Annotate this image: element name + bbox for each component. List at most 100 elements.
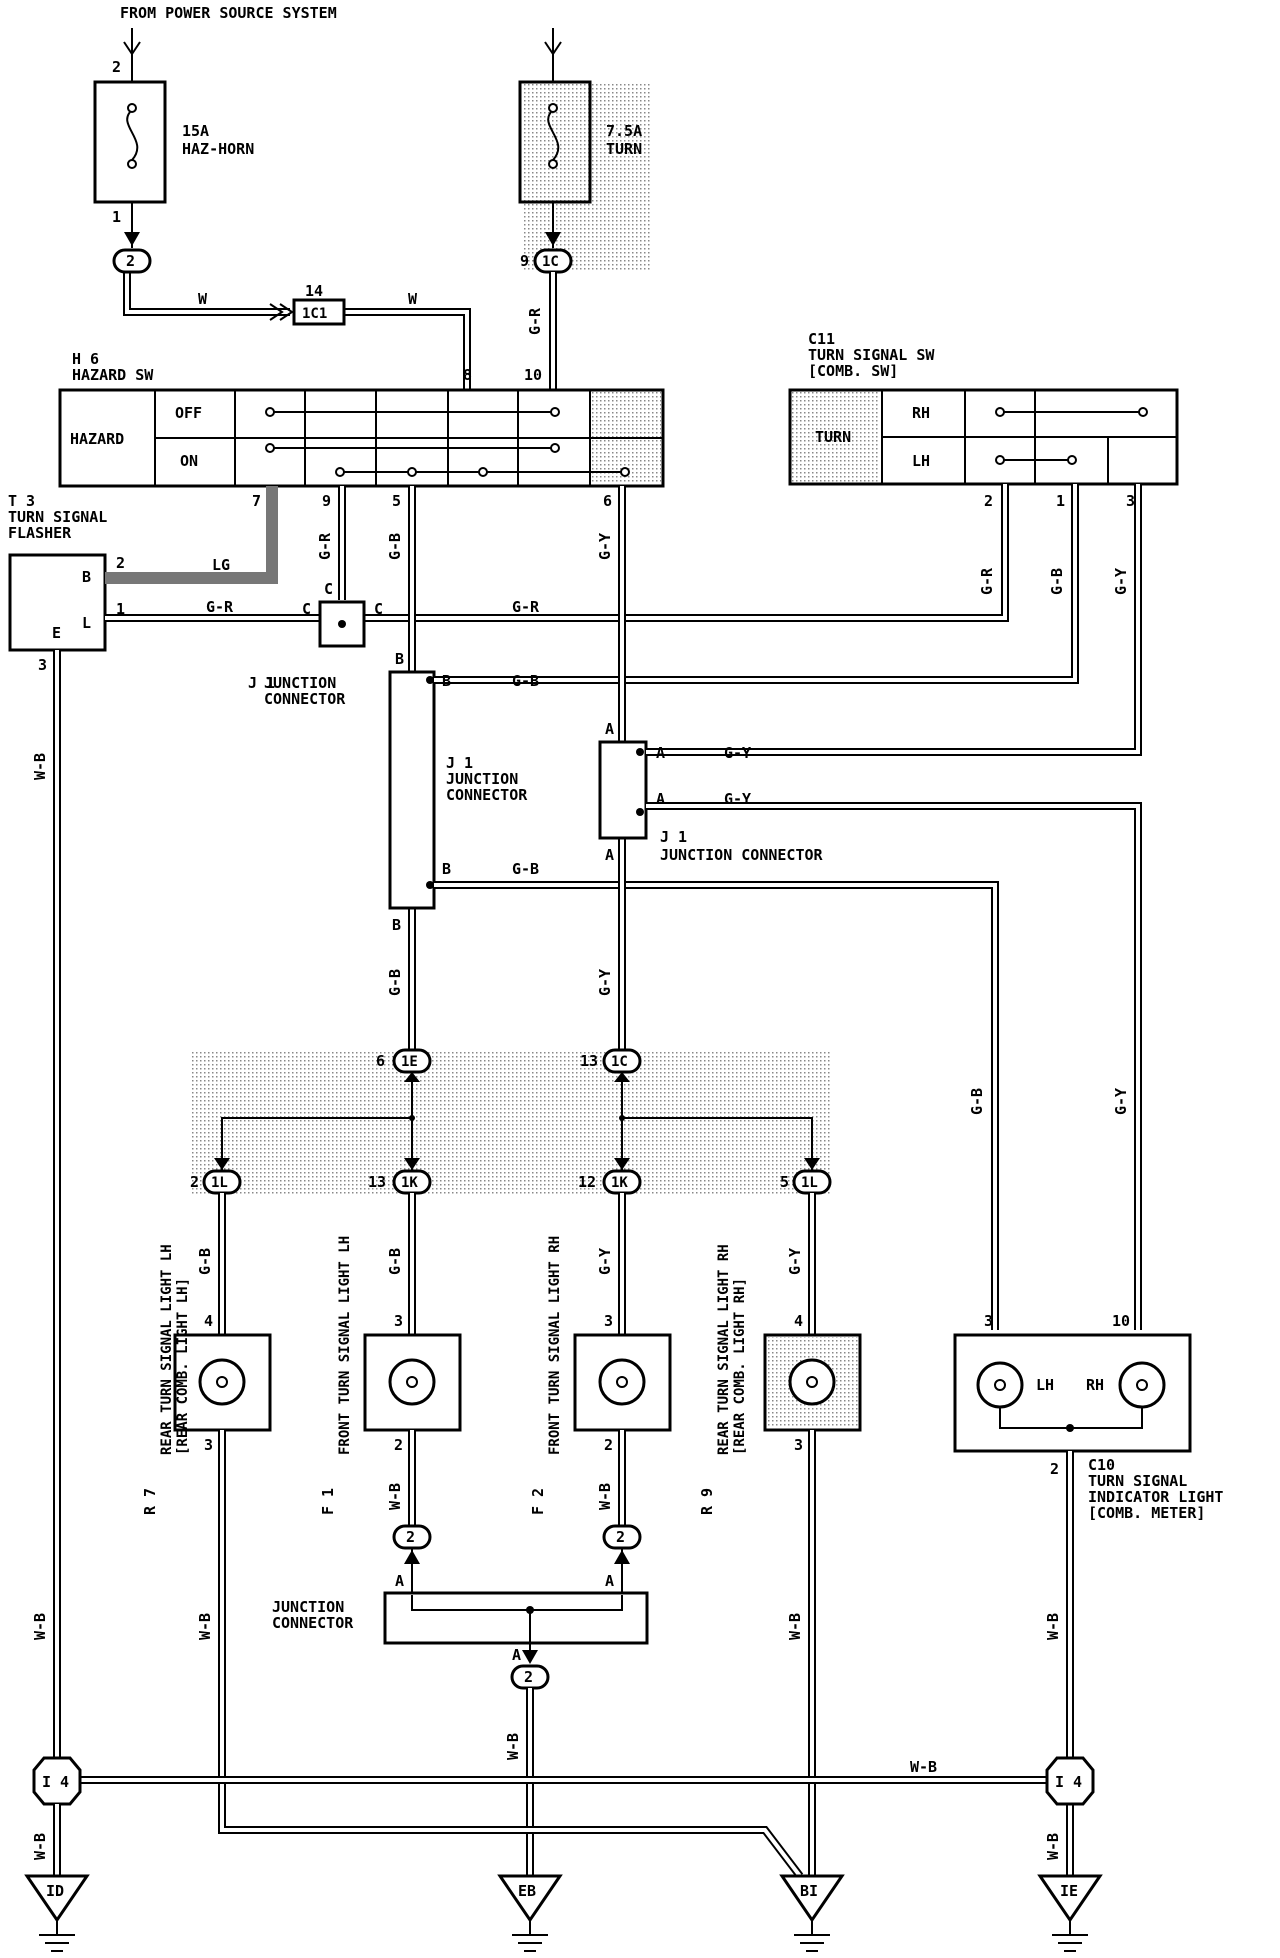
lamp-code: F 1 [319, 1488, 337, 1515]
wire-label-w: W [408, 290, 418, 308]
junction-pin: A [605, 720, 614, 738]
fuse-rating: 7.5A [606, 122, 642, 140]
junction-pin: C [324, 580, 333, 598]
connector-label: 1L [211, 1175, 228, 1191]
junction-i4-left: I 4 [32, 1756, 82, 1806]
wire-label-gy: G-Y [1112, 568, 1130, 595]
lamp-name: FRONT TURN SIGNAL LIGHT RH [547, 1236, 563, 1455]
component-code: C11 [808, 330, 835, 348]
wire-label-wb: W-B [31, 1833, 49, 1860]
connector-label: 1E [401, 1054, 418, 1070]
connector-label: 2 [406, 1528, 415, 1546]
wire-label-gy: G-Y [786, 1248, 804, 1275]
indicator-rh: RH [1086, 1376, 1104, 1394]
wire-label-gy: G-Y [1112, 1088, 1130, 1115]
power-source-label: FROM POWER SOURCE SYSTEM [120, 4, 337, 22]
ground-label: ID [46, 1882, 64, 1900]
flasher-b: B [82, 568, 91, 586]
component-code: T 3 [8, 492, 35, 510]
turn-signal-flasher: T 3 TURN SIGNAL FLASHER B L E 2 1 3 [8, 492, 125, 674]
wire-label-wb: W-B [386, 1483, 404, 1510]
turn-indicator-meter: 3 10 LH RH 2 C10 TURN SIGNAL INDICATOR L… [953, 1312, 1223, 1522]
lamp-code: R 7 [141, 1488, 159, 1515]
pin-label: 4 [204, 1312, 213, 1330]
fuse-name: TURN [606, 140, 642, 158]
pin-label: 2 [604, 1436, 613, 1454]
ground-bi: BI [779, 1874, 845, 1952]
lamp-r7: 4 3 R 7 REAR TURN SIGNAL LIGHT LH [REAR … [141, 1244, 272, 1515]
wire-label-wb: W-B [786, 1613, 804, 1640]
junction-label: CONNECTOR [272, 1614, 354, 1632]
junction-pin: A [512, 1646, 521, 1664]
junction-j1-vertical [388, 670, 436, 910]
fuse-turn: 7.5A TURN [518, 28, 642, 204]
pin-label: 4 [794, 1312, 803, 1330]
component-title: HAZARD SW [72, 366, 154, 384]
connector-label: 1C [542, 254, 559, 270]
wire-label-gr: G-R [512, 598, 540, 616]
ground-label: IE [1060, 1882, 1078, 1900]
pin-label: 2 [116, 554, 125, 572]
component-subtitle: [COMB. SW] [808, 362, 898, 380]
wire-label-gb: G-B [386, 533, 404, 560]
junction-pin: B [442, 672, 451, 690]
lamp-f2: 3 2 F 2 FRONT TURN SIGNAL LIGHT RH [529, 1236, 672, 1515]
connector-label: 1K [401, 1175, 418, 1191]
wire-label-gy: G-Y [724, 744, 751, 762]
wire-label-wb: W-B [196, 1613, 214, 1640]
wire-label-wb: W-B [31, 1613, 49, 1640]
ground-label: EB [518, 1882, 536, 1900]
connector-label: 1C [611, 1054, 628, 1070]
wire-label-wb: W-B [504, 1733, 522, 1760]
pin-label: 1 [1056, 492, 1065, 510]
wire-label-lg: LG [212, 556, 230, 574]
connector-label: 2 [126, 252, 135, 270]
turn-signal-switch: C11 TURN SIGNAL SW [COMB. SW] TURN RH LH… [788, 330, 1179, 510]
lamp-r9: 4 3 R 9 REAR TURN SIGNAL LIGHT RH [REAR … [698, 1244, 862, 1515]
fuse-pin-bottom: 1 [112, 208, 121, 226]
ground-label: BI [800, 1882, 818, 1900]
lamp-code: R 9 [698, 1488, 716, 1515]
component-title: TURN SIGNAL [8, 508, 107, 526]
wire-label-gb: G-B [512, 672, 539, 690]
wire-label-wb: W-B [1044, 1613, 1062, 1640]
junction-label: JUNCTION [264, 674, 336, 692]
flasher-l: L [82, 614, 91, 632]
junction-pin: A [395, 1572, 404, 1590]
junction-pin: B [442, 860, 451, 878]
wire-label-gy: G-Y [596, 969, 614, 996]
wire-label-gy: G-Y [596, 533, 614, 560]
pin-label: 3 [38, 656, 47, 674]
pin-label: 5 [780, 1173, 789, 1191]
junction-label: J 1 [248, 674, 275, 692]
connector-2-a [112, 248, 152, 274]
fuse-name: HAZ-HORN [182, 140, 254, 158]
pin-label: 3 [1126, 492, 1135, 510]
wire-label-gr: G-R [526, 307, 544, 335]
wire-label-gb: G-B [512, 860, 539, 878]
pin-label: 7 [252, 492, 261, 510]
junction-pin: C [374, 600, 383, 618]
junction-i4-right: I 4 [1045, 1756, 1095, 1806]
wire-label-wb: W-B [31, 753, 49, 780]
junction-pin: B [392, 916, 401, 934]
junction-label: J 1 [660, 828, 687, 846]
lamp-code: F 2 [529, 1488, 547, 1515]
component-code: H 6 [72, 350, 99, 368]
pin-label: 5 [392, 492, 401, 510]
connector-ic1: 1C1 [302, 306, 327, 322]
lamp-name: [REAR COMB. LIGHT RH] [732, 1278, 748, 1455]
wire-label-gb: G-B [196, 1248, 214, 1275]
pin-label: 13 [580, 1052, 598, 1070]
wire-label-wb: W-B [1044, 1833, 1062, 1860]
pin-label: 2 [984, 492, 993, 510]
wire-label-wb: W-B [596, 1483, 614, 1510]
pin-label: 12 [578, 1173, 596, 1191]
junction-c-box [318, 600, 366, 648]
junction-pin: A [656, 790, 665, 808]
junction-pin: A [656, 744, 665, 762]
junction-pin: C [302, 600, 311, 618]
wire-label-gb: G-B [386, 969, 404, 996]
indicator-title: [COMB. METER] [1088, 1504, 1205, 1522]
